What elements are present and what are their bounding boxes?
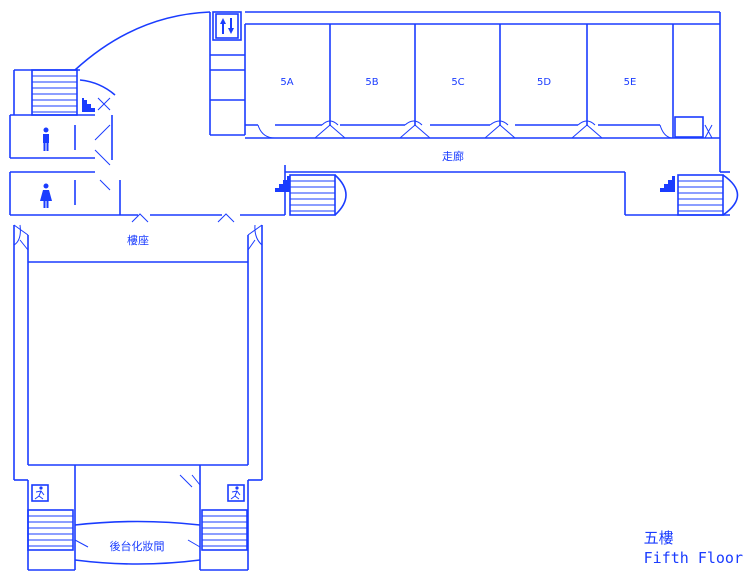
corridor-label: 走廊 <box>442 149 464 163</box>
room-label-5d: 5D <box>537 77 551 88</box>
north-wing <box>209 11 730 216</box>
auditorium <box>13 224 263 481</box>
backstage <box>27 465 249 571</box>
elevator-icon <box>212 11 242 41</box>
stairs-icon <box>660 174 739 216</box>
balcony-label: 樓座 <box>127 233 149 247</box>
womens-restroom-icon <box>40 183 52 208</box>
floor-title-cn: 五樓 <box>643 529 674 547</box>
mens-restroom-icon <box>43 127 49 151</box>
stairs-icon <box>275 174 347 216</box>
room-label-5b: 5B <box>365 77 378 88</box>
balcony-top <box>120 172 286 223</box>
floor-title: 五樓 Fifth Floor <box>644 528 743 568</box>
backstage-label: 後台化妝間 <box>110 539 165 553</box>
floor-title-en: Fifth Floor <box>643 549 743 567</box>
emergency-exit-icon <box>227 484 245 502</box>
room-label-5c: 5C <box>451 77 464 88</box>
curved-wall <box>74 11 211 71</box>
west-block <box>9 69 121 216</box>
room-label-5e: 5E <box>624 77 637 88</box>
emergency-exit-icon <box>31 484 49 502</box>
room-label-5a: 5A <box>280 77 293 88</box>
